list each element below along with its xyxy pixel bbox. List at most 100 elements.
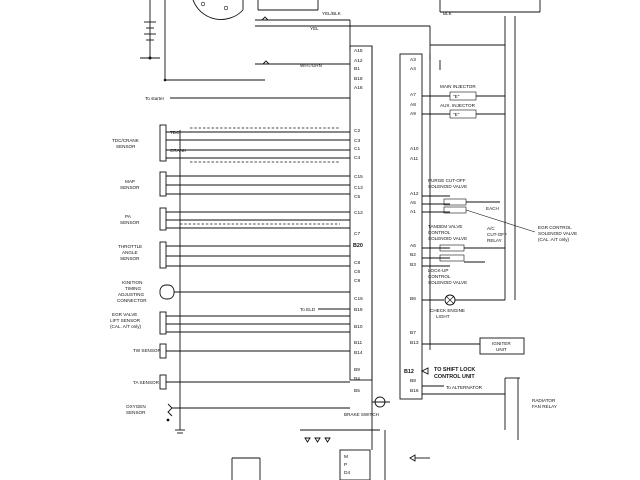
pin-b2: B2 bbox=[410, 252, 416, 258]
wire-blk-label: BLK bbox=[443, 11, 453, 16]
aux-injector-label: AUX. INJECTOR bbox=[440, 103, 476, 108]
aux-injector-glyph: "E" bbox=[453, 112, 460, 117]
pin-a16: A16 bbox=[354, 85, 363, 91]
pin-a5: A5 bbox=[410, 200, 416, 206]
wire-wht-grn-label: WHT/GRN bbox=[300, 63, 322, 68]
ta-sensor-label: TA SENSOR bbox=[133, 380, 160, 385]
wire-yel-blk-label: YEL/BLK bbox=[322, 11, 342, 16]
pin-b14: B14 bbox=[354, 350, 363, 356]
pin-c6: C6 bbox=[354, 269, 360, 275]
each-label: EACH bbox=[486, 206, 499, 211]
pin-b19: B19 bbox=[354, 307, 363, 313]
pin-b11: B11 bbox=[354, 340, 363, 346]
pin-b20: B20 bbox=[353, 243, 363, 249]
main-injector-label: MAIN INJECTOR bbox=[440, 84, 476, 89]
pin-c2: C2 bbox=[354, 128, 360, 134]
ecu-left-connector bbox=[349, 45, 373, 450]
svg-text:P: P bbox=[344, 462, 347, 468]
pin-a4: A4 bbox=[410, 66, 416, 72]
pin-b4: B4 bbox=[354, 376, 360, 382]
main-injector: "E" MAIN INJECTOR bbox=[422, 84, 505, 101]
tdc-label: TDC bbox=[170, 130, 180, 135]
pin-b13: B13 bbox=[410, 340, 419, 346]
pin-a10: A10 bbox=[410, 146, 419, 152]
pin-a7: A7 bbox=[410, 92, 416, 98]
pin-b12: B12 bbox=[404, 369, 414, 375]
main-relay: YEL/BLK BLK bbox=[257, 0, 541, 16]
svg-text:D4: D4 bbox=[344, 470, 350, 476]
pin-c1: C1 bbox=[354, 146, 360, 152]
eld-connection: To ELD bbox=[300, 307, 350, 312]
pin-b16: B16 bbox=[410, 388, 419, 394]
pin-a1: A1 bbox=[410, 209, 416, 215]
right-bus bbox=[429, 16, 516, 350]
brake-switch-label: BRAKE SWITCH bbox=[344, 412, 379, 417]
pin-c12: C12 bbox=[354, 210, 363, 216]
pin-a8: A8 bbox=[410, 102, 416, 108]
ground-bus bbox=[175, 130, 185, 434]
pin-b9: B9 bbox=[354, 367, 360, 373]
pin-b10: B10 bbox=[354, 324, 363, 330]
pin-a11: A11 bbox=[410, 156, 419, 162]
aux-injector: "E" AUX. INJECTOR bbox=[422, 103, 505, 119]
pin-b5: B5 bbox=[354, 388, 360, 394]
pin-c3: C3 bbox=[354, 138, 360, 144]
tw-sensor-label: TW SENSOR bbox=[133, 348, 162, 353]
pin-b1: B1 bbox=[354, 66, 360, 72]
pin-c5: C5 bbox=[354, 194, 360, 200]
bottom-components: M P D4 bbox=[231, 429, 430, 480]
pin-c16: C16 bbox=[354, 296, 363, 302]
pin-c9: C9 bbox=[354, 278, 360, 284]
main-injector-glyph: "E" bbox=[453, 94, 460, 99]
to-alternator-label: To ALTERNATOR bbox=[446, 385, 483, 390]
to-starter-label: To starter bbox=[145, 96, 165, 101]
brake-switch: BRAKE SWITCH bbox=[344, 396, 390, 417]
ecu-right-pins: A3 A4 A7 A8 A9 A10 A11 A12 A5 A1 A6 B2 B… bbox=[404, 57, 419, 394]
to-eld-label: To ELD bbox=[300, 307, 316, 312]
battery-area bbox=[140, 0, 265, 82]
ignition-switch bbox=[192, 0, 244, 20]
crank-label: CRANK bbox=[170, 148, 187, 153]
pin-b7: B7 bbox=[410, 330, 416, 336]
pin-a6: A6 bbox=[410, 243, 416, 249]
pin-a3: A3 bbox=[410, 57, 416, 63]
pin-b8: B8 bbox=[410, 378, 416, 384]
pin-a12-left: A12 bbox=[354, 58, 363, 64]
alternator-connection: To ALTERNATOR bbox=[422, 385, 483, 390]
ecu-right-connector bbox=[399, 53, 423, 400]
pin-b18: B18 bbox=[354, 76, 363, 82]
pin-a15: A15 bbox=[354, 48, 363, 54]
svg-text:M: M bbox=[344, 454, 348, 460]
pin-a12-right: A12 bbox=[410, 191, 419, 197]
ta-sensor: TA SENSOR bbox=[133, 374, 350, 390]
tw-sensor: TW SENSOR bbox=[133, 343, 350, 359]
